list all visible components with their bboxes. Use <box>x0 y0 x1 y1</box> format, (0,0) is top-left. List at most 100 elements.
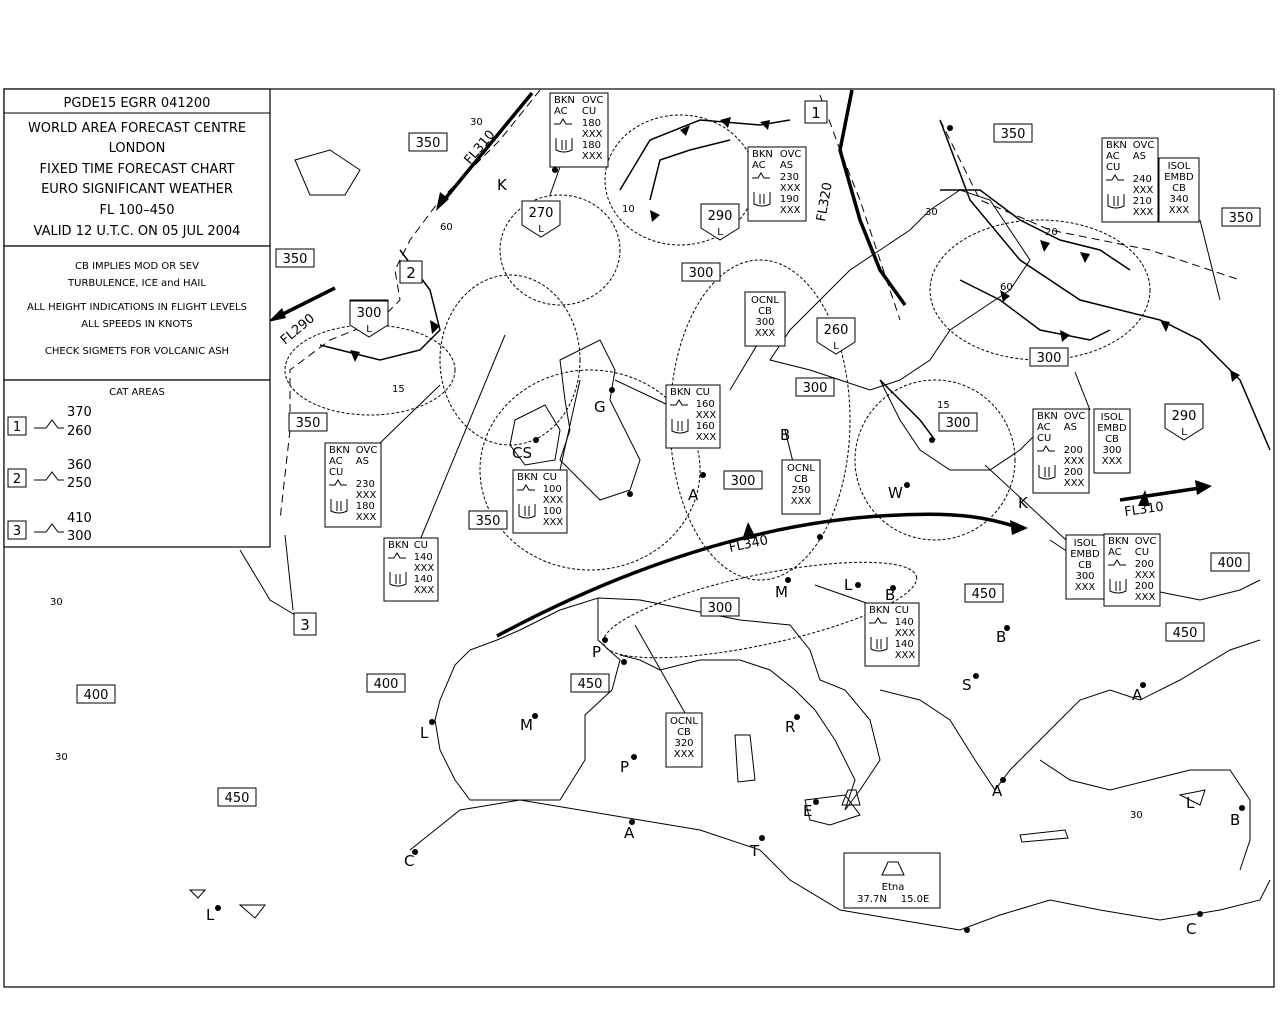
cat-legend-item-2: 2 360 250 <box>7 458 92 491</box>
coast-turkey <box>1039 759 1251 871</box>
turbulence-icon <box>1108 559 1126 566</box>
svg-text:300: 300 <box>708 601 733 616</box>
svg-text:450: 450 <box>972 587 997 602</box>
turbulence-icon <box>329 479 347 486</box>
header-line-4: EURO SIGNIFICANT WEATHER <box>41 182 233 197</box>
svg-text:400: 400 <box>84 688 109 703</box>
cloud-base: 140 <box>895 639 914 650</box>
cloud-amount: BKN <box>869 605 890 616</box>
note-line-3: ALL HEIGHT INDICATIONS IN FLIGHT LEVELS <box>27 302 247 313</box>
tropo-box: 300 <box>1029 347 1069 367</box>
cat-marker-3 <box>293 612 317 636</box>
header-line-3: FIXED TIME FORECAST CHART <box>40 162 235 177</box>
cat-legend-item-1: 1 370 260 <box>7 405 92 439</box>
coast-balkans <box>879 639 1261 791</box>
cloud-amount: CU <box>696 387 710 398</box>
svg-text:290: 290 <box>708 209 733 224</box>
jet-streams <box>274 89 1201 638</box>
cloud-type: AC <box>1108 547 1122 558</box>
cloud-type: CU <box>1106 162 1120 173</box>
cb-line: ISOL <box>1074 538 1097 549</box>
cloud-type: AS <box>1133 151 1146 162</box>
cloud-xxx: XXX <box>414 585 435 596</box>
notes-box: CB IMPLIES MOD OR SEV TURBULENCE, ICE an… <box>3 245 271 381</box>
svg-text:290: 290 <box>1172 409 1197 424</box>
cat-symbol <box>34 523 64 533</box>
cloud-top: 230 <box>356 479 375 490</box>
svg-text:E: E <box>803 802 812 820</box>
cloud-amount: OVC <box>582 95 604 106</box>
svg-text:S: S <box>962 676 972 694</box>
cat-legend-title: CAT AREAS <box>109 387 165 398</box>
cb-line: 320 <box>674 738 693 749</box>
cloud-amount: BKN <box>1108 536 1129 547</box>
cb-line: CB <box>758 306 772 317</box>
tropo-box: 400 <box>366 673 406 693</box>
cat-legend: CAT AREAS 1 370 260 2 360 250 3 410 300 <box>3 379 271 548</box>
tropo-box: 350 <box>1221 207 1261 227</box>
coast-iberia <box>434 597 621 801</box>
cloud-amount: CU <box>414 540 428 551</box>
svg-text:K: K <box>497 176 508 194</box>
volcano-lat: 37.7N <box>857 894 887 905</box>
cat-symbol <box>34 419 64 429</box>
cloud-xxx: XXX <box>1064 456 1085 467</box>
cat-marker-1 <box>804 100 828 124</box>
header-box: PGDE15 EGRR 041200 WORLD AREA FORECAST C… <box>3 88 271 247</box>
tropo-box: 300 <box>795 377 835 397</box>
cloud-type: AC <box>1037 422 1051 433</box>
cb-boxes: ISOLEMBDCB340XXXOCNLCB300XXXOCNLCB250XXX… <box>665 157 1200 768</box>
svg-text:300: 300 <box>67 529 92 544</box>
jet-label-fl340: FL340 <box>728 533 770 556</box>
cb-line: EMBD <box>1164 172 1194 183</box>
cloud-base: 180 <box>356 501 375 512</box>
tropo-box: 450 <box>217 787 257 807</box>
svg-text:20: 20 <box>1045 227 1058 238</box>
svg-text:C: C <box>1186 920 1196 938</box>
svg-text:300: 300 <box>803 381 828 396</box>
cloud-xxx: XXX <box>1064 478 1085 489</box>
svg-text:350: 350 <box>416 136 441 151</box>
pressure-letters: K G CS A B W M L M P R S B B A A L C P E… <box>206 176 1240 938</box>
city-dots <box>215 125 1245 933</box>
volcano-box: Etna 37.7N 15.0E <box>843 852 941 909</box>
svg-text:15: 15 <box>392 384 405 395</box>
svg-text:30: 30 <box>470 117 483 128</box>
isotach-labels: 30 60 30 30 30 30 20 60 10 15 15 <box>50 117 1143 821</box>
cloud-amount: BKN <box>670 387 691 398</box>
jet-stream-fl310-east <box>1119 486 1201 502</box>
cb-line: 340 <box>1169 194 1188 205</box>
cloud-type: CU <box>1037 433 1051 444</box>
svg-text:A: A <box>624 824 635 842</box>
cloud-xxx: XXX <box>696 410 717 421</box>
cloud-amount: OVC <box>780 149 802 160</box>
svg-text:60: 60 <box>440 222 453 233</box>
icing-icon <box>1038 465 1056 480</box>
cloud-amount: OVC <box>1133 140 1155 151</box>
cloud-base: 200 <box>1064 467 1083 478</box>
cloud-xxx: XXX <box>1133 207 1154 218</box>
cloud-type: CU <box>582 106 596 117</box>
svg-text:260: 260 <box>67 424 92 439</box>
svg-text:K: K <box>1018 494 1029 512</box>
cloud-base: 180 <box>582 140 601 151</box>
coast-iceland <box>294 149 361 196</box>
cloud-base: 100 <box>543 506 562 517</box>
svg-text:T: T <box>749 842 760 860</box>
svg-text:1: 1 <box>811 104 821 122</box>
note-line-1: CB IMPLIES MOD OR SEV <box>75 261 199 272</box>
svg-text:B: B <box>1230 811 1240 829</box>
cloud-amount: OVC <box>1064 411 1086 422</box>
jet-stream-fl290 <box>274 286 336 320</box>
cloud-top: 180 <box>582 118 601 129</box>
coast-crete <box>1019 829 1069 843</box>
